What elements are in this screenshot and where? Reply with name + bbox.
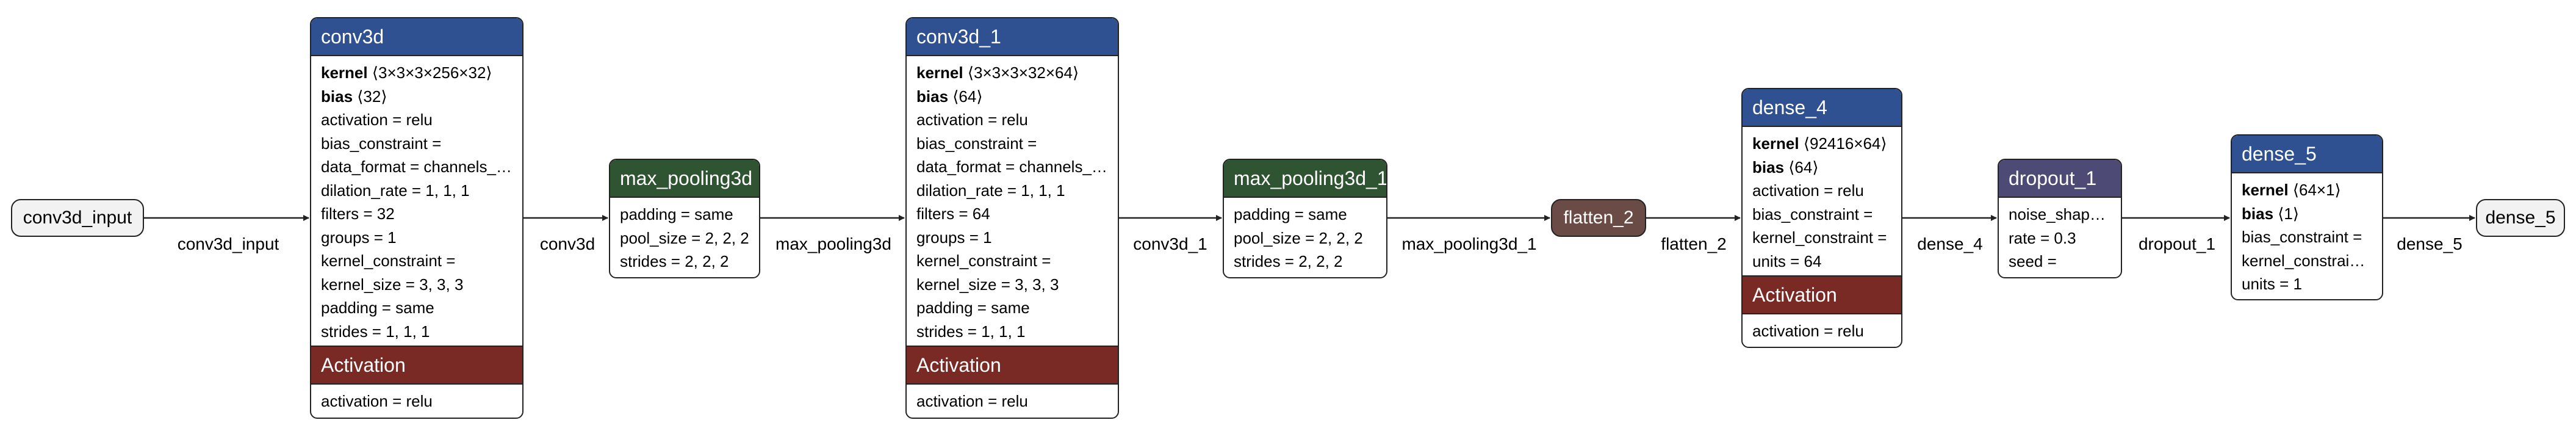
activation-header: Activation <box>1743 275 1901 314</box>
attr-row: strides = 1, 1, 1 <box>321 322 430 341</box>
attr-row: data_format = channels_las... <box>916 158 1108 176</box>
activation-header: Activation <box>311 346 522 385</box>
layer-body-dense-5: kernel ⟨64×1⟩ bias ⟨1⟩ bias_constraint =… <box>2232 173 2382 299</box>
attr-row: seed = <box>2009 252 2057 270</box>
attr-row: groups = 1 <box>321 228 397 247</box>
attr-row: padding = same <box>916 299 1030 317</box>
attr-row: kernel_size = 3, 3, 3 <box>916 275 1059 294</box>
param-bias: bias ⟨1⟩ <box>2242 204 2300 223</box>
attr-row: padding = same <box>321 299 434 317</box>
layer-body-conv3d-1: kernel ⟨3×3×3×32×64⟩ bias ⟨64⟩ activatio… <box>907 56 1118 346</box>
attr-row: units = 1 <box>2242 275 2303 293</box>
layer-header-dropout-1: dropout_1 <box>1999 160 2121 198</box>
layer-node-dense-5[interactable]: dense_5 kernel ⟨64×1⟩ bias ⟨1⟩ bias_cons… <box>2231 134 2383 300</box>
attr-row: activation = relu <box>916 110 1028 129</box>
attr-row: pool_size = 2, 2, 2 <box>620 228 749 247</box>
layer-node-conv3d-1[interactable]: conv3d_1 kernel ⟨3×3×3×32×64⟩ bias ⟨64⟩ … <box>905 17 1119 419</box>
attr-row: bias_constraint = <box>916 134 1037 153</box>
layer-body-max-pooling3d: padding = same pool_size = 2, 2, 2 strid… <box>610 198 759 276</box>
input-node-label: conv3d_input <box>23 208 132 228</box>
layer-node-max-pooling3d[interactable]: max_pooling3d padding = same pool_size =… <box>609 159 760 278</box>
layer-body-dense-4: kernel ⟨92416×64⟩ bias ⟨64⟩ activation =… <box>1743 127 1901 275</box>
attr-row: strides = 2, 2, 2 <box>1234 252 1343 270</box>
edge-label: conv3d_input <box>177 234 279 253</box>
param-bias: bias ⟨64⟩ <box>1752 158 1819 176</box>
attr-row: filters = 64 <box>916 205 990 223</box>
param-kernel: kernel ⟨92416×64⟩ <box>1752 134 1887 153</box>
edge-label: flatten_2 <box>1661 234 1727 253</box>
attr-row: bias_constraint = <box>1752 205 1873 223</box>
attr-row: activation = relu <box>1752 322 1864 340</box>
attr-row: kernel_constraint = <box>2242 251 2372 270</box>
attr-row: units = 64 <box>1752 252 1822 270</box>
attr-row: noise_shape = <box>2009 205 2111 223</box>
attr-row: filters = 32 <box>321 205 395 223</box>
flatten-node-label: flatten_2 <box>1563 208 1634 228</box>
attr-row: activation = relu <box>321 110 433 129</box>
layer-header-max-pooling3d: max_pooling3d <box>610 160 759 198</box>
layer-header-conv3d-1: conv3d_1 <box>907 18 1118 56</box>
param-bias: bias ⟨64⟩ <box>916 87 983 106</box>
layer-header-dense-5: dense_5 <box>2232 136 2382 173</box>
activation-body: activation = relu <box>1743 314 1901 346</box>
attr-row: activation = relu <box>916 392 1028 410</box>
layer-body-dropout-1: noise_shape = rate = 0.3 seed = <box>1999 198 2121 276</box>
layer-node-max-pooling3d-1[interactable]: max_pooling3d_1 padding = same pool_size… <box>1223 159 1387 278</box>
edge-label: dropout_1 <box>2138 234 2216 253</box>
activation-section-conv3d-1: Activation activation = relu <box>907 346 1118 416</box>
edge-label: dense_5 <box>2397 234 2463 253</box>
activation-header: Activation <box>907 346 1118 385</box>
layer-node-flatten-2[interactable]: flatten_2 <box>1551 199 1646 237</box>
param-kernel: kernel ⟨3×3×3×256×32⟩ <box>321 63 492 82</box>
param-kernel: kernel ⟨64×1⟩ <box>2242 181 2341 199</box>
attr-row: activation = relu <box>321 392 433 410</box>
layer-body-max-pooling3d-1: padding = same pool_size = 2, 2, 2 strid… <box>1224 198 1386 276</box>
edge-label: conv3d <box>539 234 595 253</box>
activation-body: activation = relu <box>311 385 522 416</box>
attr-row: padding = same <box>620 205 733 223</box>
attr-row: bias_constraint = <box>321 134 442 153</box>
attr-row: groups = 1 <box>916 228 992 247</box>
attr-row: kernel_size = 3, 3, 3 <box>321 275 464 294</box>
edge-label: max_pooling3d <box>775 234 891 253</box>
attr-row: kernel_constraint = <box>1752 228 1887 247</box>
param-bias: bias ⟨32⟩ <box>321 87 387 106</box>
attr-row: kernel_constraint = <box>916 252 1051 270</box>
activation-section-dense-4: Activation activation = relu <box>1743 275 1901 346</box>
edge-label: conv3d_1 <box>1133 234 1207 253</box>
attr-row: strides = 1, 1, 1 <box>916 322 1026 341</box>
layer-body-conv3d: kernel ⟨3×3×3×256×32⟩ bias ⟨32⟩ activati… <box>311 56 522 346</box>
layer-header-conv3d: conv3d <box>311 18 522 56</box>
layer-node-dense-4[interactable]: dense_4 kernel ⟨92416×64⟩ bias ⟨64⟩ acti… <box>1741 88 1902 348</box>
attr-row: kernel_constraint = <box>321 252 456 270</box>
layer-node-dropout-1[interactable]: dropout_1 noise_shape = rate = 0.3 seed … <box>1998 159 2122 278</box>
attr-row: strides = 2, 2, 2 <box>620 252 729 270</box>
attr-row: pool_size = 2, 2, 2 <box>1234 228 1363 247</box>
edge-label: max_pooling3d_1 <box>1401 234 1537 253</box>
attr-row: padding = same <box>1234 205 1347 223</box>
attr-row: dilation_rate = 1, 1, 1 <box>321 181 470 200</box>
attr-row: rate = 0.3 <box>2009 228 2076 247</box>
param-kernel: kernel ⟨3×3×3×32×64⟩ <box>916 63 1079 82</box>
output-node-label: dense_5 <box>2485 208 2556 228</box>
activation-section-conv3d: Activation activation = relu <box>311 346 522 416</box>
attr-row: bias_constraint = <box>2242 228 2362 246</box>
layer-header-dense-4: dense_4 <box>1743 89 1901 127</box>
attr-row: dilation_rate = 1, 1, 1 <box>916 181 1065 200</box>
input-node-conv3d-input[interactable]: conv3d_input <box>11 199 144 237</box>
activation-body: activation = relu <box>907 385 1118 416</box>
output-node-dense-5[interactable]: dense_5 <box>2476 199 2565 237</box>
attr-row: activation = relu <box>1752 181 1864 200</box>
attr-row: data_format = channels_las... <box>321 158 513 176</box>
layer-header-max-pooling3d-1: max_pooling3d_1 <box>1224 160 1386 198</box>
layer-node-conv3d[interactable]: conv3d kernel ⟨3×3×3×256×32⟩ bias ⟨32⟩ a… <box>310 17 523 419</box>
edge-label: dense_4 <box>1917 234 1983 253</box>
